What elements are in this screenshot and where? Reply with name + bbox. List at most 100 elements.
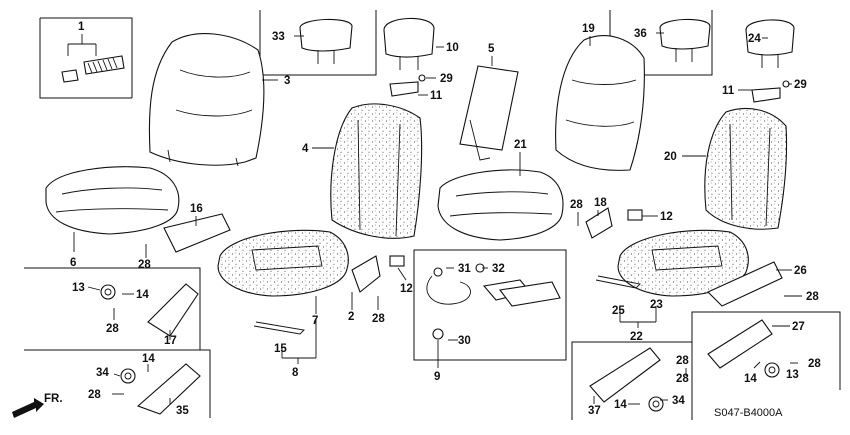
callout-label: 12	[660, 211, 673, 223]
callout-label: 20	[664, 151, 677, 163]
bracket-2	[351, 255, 381, 293]
callout-label: 22	[630, 331, 643, 343]
group-box-rear-headrest	[259, 10, 377, 76]
callout-label: 14	[744, 373, 757, 385]
callout-label: 1	[78, 21, 85, 33]
group-box-harness	[413, 249, 567, 361]
callout-label: 13	[72, 282, 85, 294]
callout-label: 5	[488, 43, 495, 55]
callout-label: 9	[434, 371, 440, 383]
headrest-guide-right	[751, 87, 781, 103]
knob-13-left	[100, 284, 116, 300]
callout-label: 28	[570, 199, 583, 211]
group-box-cover-clip	[39, 17, 133, 99]
cap-12-right	[627, 209, 643, 221]
callout-label: 4	[302, 143, 309, 155]
callout-label: 18	[594, 197, 607, 209]
callout-label: 3	[284, 75, 290, 87]
clip-30	[432, 328, 444, 340]
seat-cushion-cover-21	[437, 169, 564, 241]
callout-label: 24	[748, 33, 761, 45]
front-direction-label: FR.	[44, 393, 63, 405]
callout-label: 25	[612, 305, 625, 317]
cover-clip-part	[61, 55, 125, 83]
rod-25	[595, 275, 641, 289]
callout-label: 32	[492, 263, 505, 275]
callout-label: 28	[676, 373, 689, 385]
callout-label: 28	[806, 291, 819, 303]
callout-label: 6	[70, 257, 76, 269]
callout-label: 28	[808, 358, 821, 370]
trim-cover-16	[163, 213, 231, 253]
seatback-cover-right	[555, 35, 645, 171]
callout-label: 28	[676, 355, 689, 367]
knob-34-left	[120, 368, 136, 384]
callout-label: 33	[272, 31, 285, 43]
leader-lines	[67, 32, 802, 405]
callout-label: 2	[348, 311, 354, 323]
seat-cushion-pad-7	[217, 229, 349, 297]
seatback-cover-left	[148, 33, 265, 167]
callout-label: 21	[514, 139, 527, 151]
knob-34-right	[648, 396, 664, 412]
callout-label: 7	[312, 315, 318, 327]
group-box-recliner-right	[691, 311, 841, 390]
callout-label: 34	[96, 367, 109, 379]
callout-label: 35	[176, 405, 189, 417]
headrest-rear-33	[299, 18, 353, 64]
callout-label: 29	[440, 73, 453, 85]
callout-label: 27	[792, 321, 805, 333]
recliner-35	[136, 363, 201, 415]
seatback-pad-4	[330, 103, 423, 239]
callout-label: 28	[106, 323, 119, 335]
trim-cover-26	[707, 261, 783, 307]
callout-label: 31	[458, 263, 471, 275]
rod-15	[253, 321, 305, 335]
headrest-24	[745, 19, 795, 68]
front-direction-arrow-icon	[12, 398, 44, 418]
callout-label: 28	[372, 313, 385, 325]
callout-label: 14	[142, 353, 155, 365]
recliner-27	[707, 319, 773, 369]
callout-label: 34	[672, 395, 685, 407]
callout-label: 13	[786, 369, 799, 381]
callout-label: 16	[190, 203, 203, 215]
callout-label: 11	[722, 85, 735, 97]
callout-label: 8	[292, 367, 299, 379]
callout-label: 23	[650, 299, 663, 311]
callout-labels: 1 3 33 10 29 11 5 19 36 24 11 29 4 21 20…	[70, 21, 821, 417]
headrest-guide-left	[389, 81, 419, 97]
knob-13-right	[764, 362, 780, 378]
seatback-pad-20	[704, 107, 788, 230]
callout-label: 11	[430, 90, 443, 102]
cap-12-left	[389, 255, 405, 267]
seat-cushion-pad-23	[617, 229, 749, 297]
seat-cushion-6	[45, 166, 180, 235]
callout-label: 17	[164, 335, 177, 347]
callout-label: 30	[458, 335, 471, 347]
callout-label: 28	[138, 259, 151, 271]
lumbar-panel	[459, 65, 519, 161]
recliner-17	[147, 283, 199, 337]
group-box-recliner-right-bottom	[571, 341, 693, 420]
callout-label: 14	[136, 289, 149, 301]
headrest-front-36	[659, 18, 711, 62]
callout-label: 28	[88, 389, 101, 401]
callout-label: 12	[400, 283, 413, 295]
recliner-37	[589, 347, 661, 403]
diagram-code: S047-B4000A	[714, 407, 783, 419]
headrest-10	[383, 17, 435, 70]
callout-label: 19	[582, 23, 595, 35]
wire-harness	[426, 263, 561, 307]
callout-label: 10	[446, 42, 459, 54]
callout-label: 26	[794, 265, 807, 277]
callout-label: 14	[614, 399, 627, 411]
callout-label: 36	[634, 28, 647, 40]
callout-label: 29	[794, 79, 807, 91]
bolt-29-left	[418, 74, 426, 82]
group-box-recliner-left	[24, 349, 211, 418]
callout-label: 15	[274, 343, 287, 355]
bracket-18	[585, 207, 613, 239]
callout-label: 37	[588, 405, 601, 417]
